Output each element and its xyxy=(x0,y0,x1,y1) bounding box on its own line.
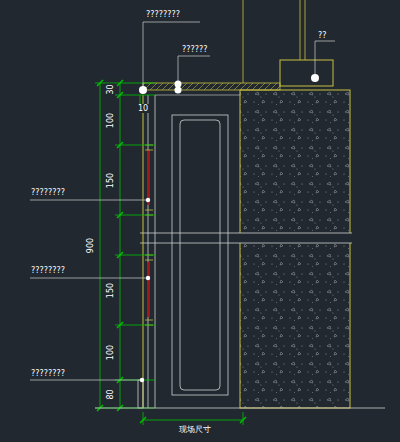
dimension-text: 现场尺寸 xyxy=(178,425,212,434)
dimension-number: 100 xyxy=(106,343,115,360)
callout-text: ???????? xyxy=(30,188,66,197)
dimension-number: 80 xyxy=(106,388,115,400)
dimension-number: 900 xyxy=(86,236,95,253)
callout-text: ?????? xyxy=(181,45,208,54)
callout-text: ???????? xyxy=(30,369,66,378)
dimension-number: 10 xyxy=(137,104,149,113)
dimension-number: 150 xyxy=(106,171,115,188)
callout-text: ???????? xyxy=(145,10,181,19)
dimension-number: 30 xyxy=(106,83,115,95)
callout-text: ???????? xyxy=(30,266,66,275)
callout-text: ?? xyxy=(317,31,328,40)
dimension-number: 100 xyxy=(106,111,115,128)
dimension-number: 150 xyxy=(106,281,115,298)
